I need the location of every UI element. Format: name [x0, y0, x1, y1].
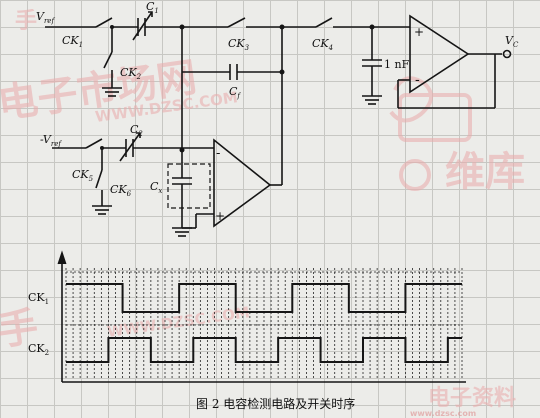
timing-ck1-label: CK1	[28, 291, 49, 306]
figure-caption: 图 2 电容检测电路及开关时序	[196, 396, 355, 411]
circuit-labels: Vref CK1 C1 CK2 CK3 CK4 Cf 1 nF VC + - -…	[36, 0, 519, 223]
ck6-label: CK6	[110, 183, 132, 198]
timing-grid	[65, 268, 463, 378]
vref-label: Vref	[36, 10, 55, 25]
watermark-logo-icon	[389, 76, 472, 191]
buffer-minus: -	[415, 72, 420, 88]
integrator-plus: +	[215, 209, 225, 223]
ck5-label: CK5	[72, 168, 94, 183]
ck1-waveform	[66, 283, 462, 313]
cx-label: Cx	[150, 180, 162, 195]
circuit-wires	[45, 11, 512, 237]
timing-axis-arrow-icon	[57, 250, 67, 265]
cx-dashed-box	[167, 163, 211, 209]
ck4-label: CK4	[312, 37, 333, 52]
ck1-label: CK1	[62, 34, 83, 49]
ck2-waveform	[66, 337, 462, 363]
neg-vref-label: -Vref	[40, 133, 62, 148]
ck2-label: CK2	[120, 66, 142, 81]
integrator-minus: -	[216, 146, 220, 161]
output-label: VC	[505, 34, 519, 49]
timing-ck2-label: CK2	[28, 342, 49, 357]
c2-label: C2	[130, 123, 143, 138]
watermark-topleft: 手	[15, 9, 37, 34]
ck3-label: CK3	[228, 37, 250, 52]
cf-label: Cf	[229, 85, 241, 100]
watermark-bottom-right: 电子资料	[428, 386, 516, 411]
watermark-bottom-left: 手	[0, 304, 41, 355]
junction-dots	[100, 24, 375, 153]
buffer-plus: +	[414, 25, 424, 39]
watermark-right: 维库	[445, 149, 525, 195]
watermark-group: 电子市场网 WWW.DZSC.COM 维库 手 WWW.DZSC.COM 电子资…	[0, 9, 525, 418]
timing-diagram: CK1 CK2	[28, 250, 466, 383]
cap-1nf-label: 1 nF	[384, 58, 410, 71]
watermark-site: www.dzsc.com	[410, 409, 476, 418]
c1-label: C1	[146, 0, 159, 15]
